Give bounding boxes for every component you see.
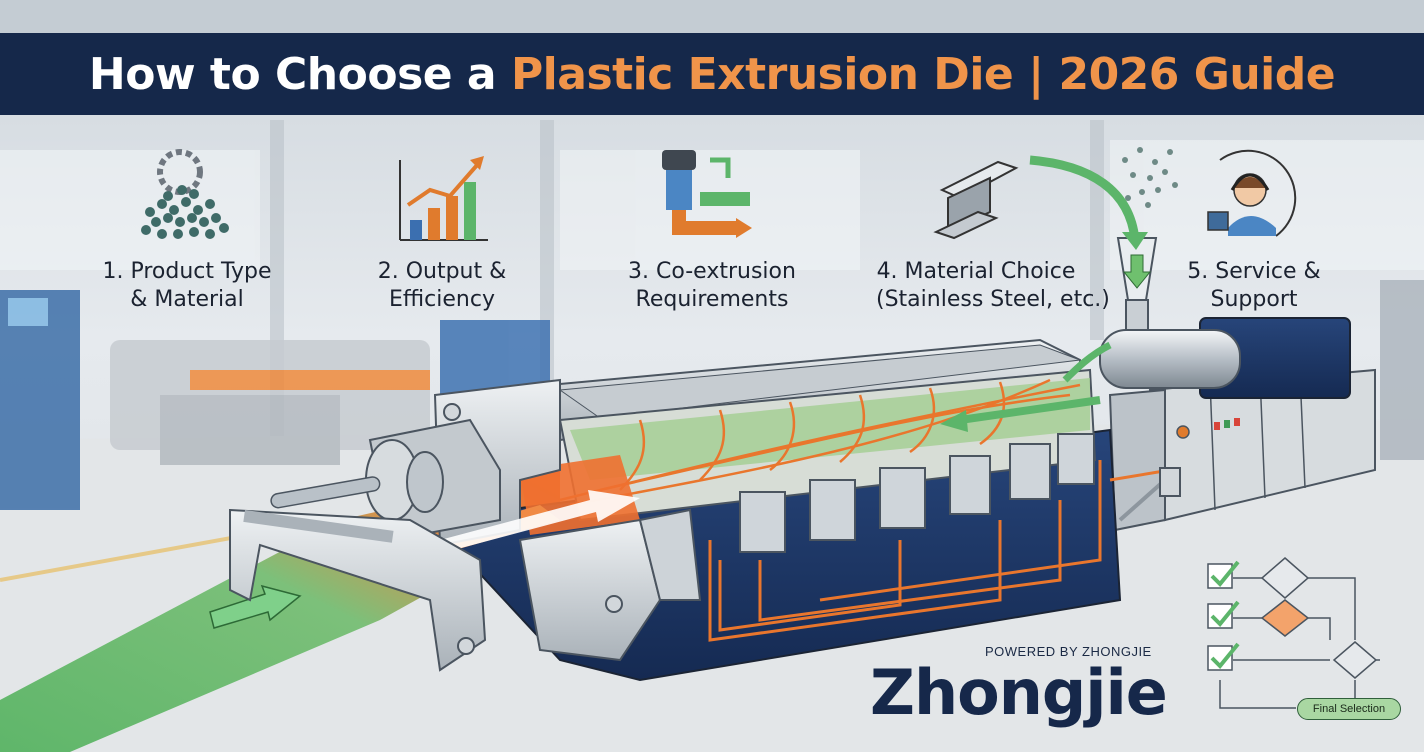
extrusion-die <box>365 338 1181 682</box>
powered-by-text: POWERED BY ZHONGJIE <box>985 644 1152 659</box>
decision-flowchart <box>1207 557 1380 709</box>
step-2-line2: Efficiency <box>389 287 495 312</box>
background-machine-right <box>1380 280 1424 460</box>
final-selection-node: Final Selection <box>1297 698 1401 720</box>
step-5-line2: Support <box>1210 287 1298 312</box>
brand-logo-text: Zhongjie <box>870 656 1168 729</box>
step-5-line1: 5. Service & <box>1187 259 1321 284</box>
pellets-gear-icon <box>141 149 229 239</box>
step-3-line2: Requirements <box>635 287 789 312</box>
support-agent-icon <box>1207 149 1297 237</box>
step-3-line1: 3. Co-extrusion <box>628 259 796 284</box>
step-5-label: 5. Service & Support <box>1154 258 1354 314</box>
title-banner: How to Choose a Plastic Extrusion Die | … <box>0 33 1424 115</box>
title-part-orange: Plastic Extrusion Die | 2026 Guide <box>510 48 1336 100</box>
coextrusion-pipe-icon <box>662 150 752 238</box>
step-1-line2: & Material <box>130 287 244 312</box>
take-off-frame <box>229 476 487 672</box>
step-4-line1: 4. Material Choice <box>876 259 1076 284</box>
step-2-label: 2. Output & Efficiency <box>342 258 542 314</box>
step-2-line1: 2. Output & <box>377 259 507 284</box>
extruder-unit <box>1099 237 1376 532</box>
step-3-label: 3. Co-extrusion Requirements <box>612 258 812 314</box>
page-title: How to Choose a Plastic Extrusion Die | … <box>88 48 1336 100</box>
step-1-label: 1. Product Type & Material <box>87 258 287 314</box>
pellet-stream <box>1122 147 1178 208</box>
step-1-line1: 1. Product Type <box>102 259 272 284</box>
background-windows <box>0 120 1424 450</box>
growth-chart-icon <box>399 156 488 241</box>
step-4-line2: (Stainless Steel, etc.) <box>876 287 1110 312</box>
steel-beam-icon <box>933 160 1019 240</box>
title-part-white: How to Choose a <box>88 48 511 100</box>
step-4-label: 4. Material Choice (Stainless Steel, etc… <box>876 258 1110 314</box>
